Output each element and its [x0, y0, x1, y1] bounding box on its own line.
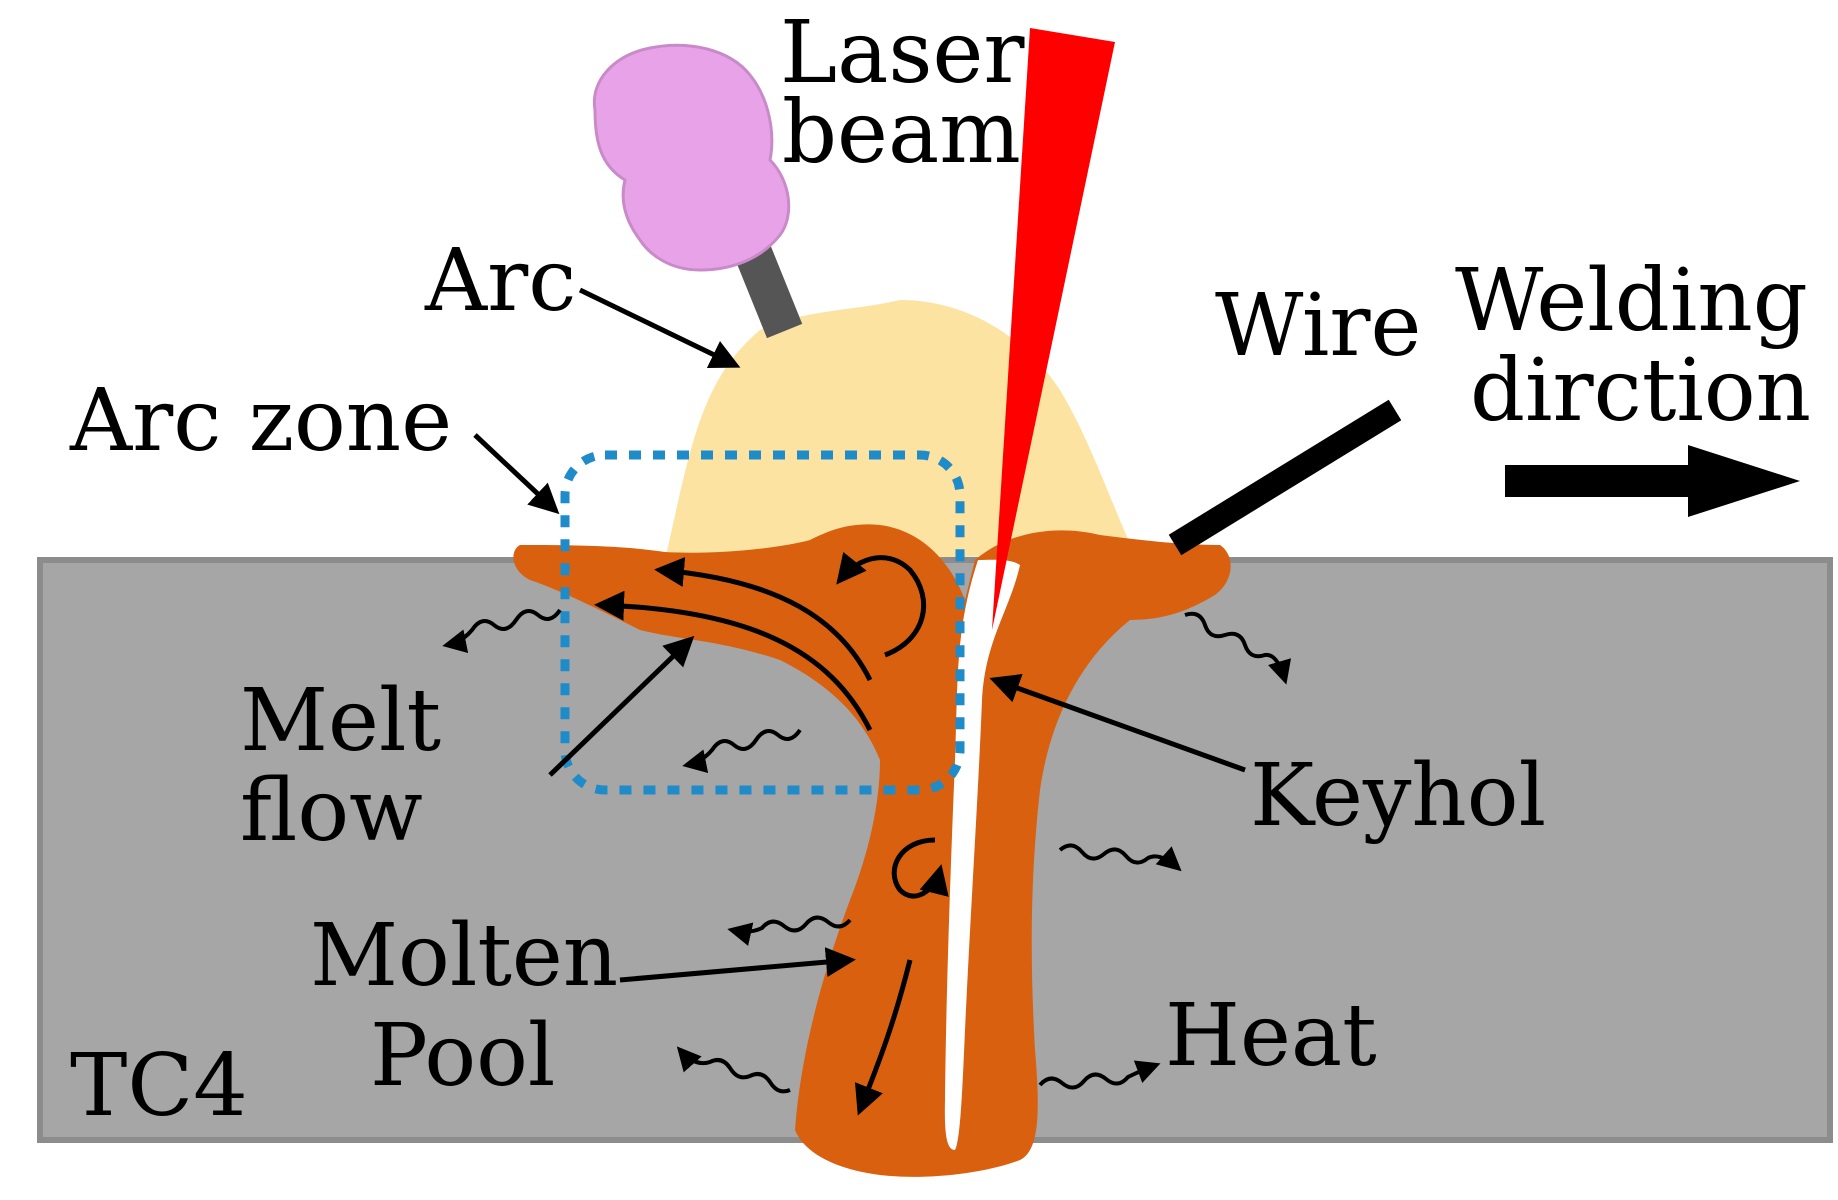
arc-zone-label: Arc zone [69, 371, 452, 471]
flow-arrows [594, 551, 949, 1116]
wavy-arrow-icon [442, 608, 562, 653]
laser-beam-label-line1: Laser [780, 3, 1025, 103]
wavy-arrow-icon [682, 728, 802, 773]
arc-label: Arc [424, 231, 576, 331]
heat-label: Heat [1165, 986, 1377, 1086]
molten-pool-label-line1: Molten [310, 906, 618, 1006]
tig-torch-icon [592, 43, 803, 339]
keyhole-label: Keyhol [1250, 746, 1546, 846]
tc4-label: TC4 [70, 1036, 248, 1136]
wavy-arrow-icon [727, 915, 852, 946]
keyhole [944, 559, 1020, 1150]
wavy-arrow-icon [1058, 843, 1182, 872]
welding-direction-label-line2: dirction [1470, 341, 1811, 441]
wavy-arrow-icon [1038, 1060, 1161, 1090]
heat-arrows [442, 608, 1292, 1094]
melt-flow-label-line1: Melt [240, 671, 441, 771]
wavy-arrow-icon [1184, 611, 1292, 685]
laser-beam [992, 28, 1115, 630]
arrow-right-icon [1505, 445, 1800, 517]
filler-wire [1168, 399, 1402, 556]
arc-plasma [665, 300, 1135, 560]
wavy-arrow-icon [676, 1046, 791, 1094]
arc-zone-box [560, 450, 965, 795]
laser-beam-label-line2: beam [782, 83, 1021, 183]
welding-direction-label-line1: Welding [1455, 251, 1808, 351]
leader-arrows [473, 287, 1246, 983]
wire-label: Wire [1215, 276, 1421, 376]
molten-pool-label-line2: Pool [370, 1006, 555, 1106]
melt-flow-label-line2: flow [240, 761, 423, 861]
molten-pool [513, 524, 1231, 1177]
